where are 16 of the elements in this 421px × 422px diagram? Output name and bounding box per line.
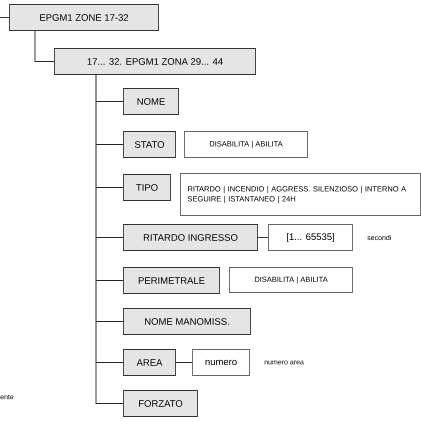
menu-item-box: RITARDO INGRESSO <box>123 224 258 251</box>
menu-item-box: NOME <box>123 88 179 115</box>
option-box: [1... 65535] <box>268 224 353 251</box>
menu-item-box: TIPO <box>123 174 171 201</box>
connector-line <box>34 30 54 62</box>
menu-item-box: AREA <box>123 349 176 376</box>
connector-line <box>176 362 193 363</box>
menu-item-box: EPGM1 ZONE 17-32 <box>9 4 159 31</box>
connector-line <box>258 237 269 238</box>
menu-item-box: FORZATO <box>123 390 198 417</box>
connector-line <box>0 17 10 18</box>
menu-item-box: 17... 32. EPGM1 ZONA 29... 44 <box>54 48 256 75</box>
menu-item-box: NOME MANOMISS. <box>123 308 251 335</box>
menu-item-box: PERIMETRALE <box>123 267 220 294</box>
menu-item-box: STATO <box>123 131 176 158</box>
option-box: numero <box>192 349 250 376</box>
